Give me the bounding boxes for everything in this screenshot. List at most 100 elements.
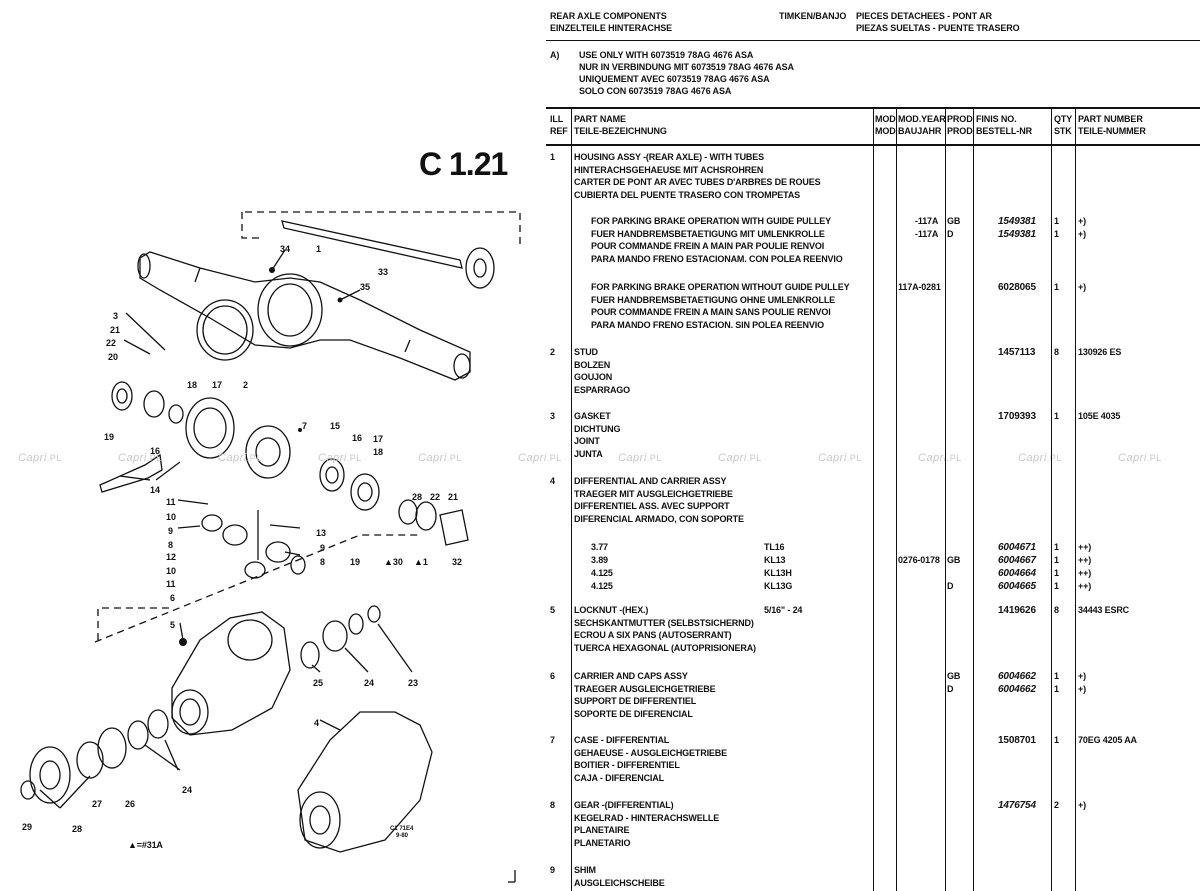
part-name-line: BOLZEN (574, 359, 611, 370)
prod-code: D (947, 229, 954, 239)
qty: 1 (1054, 684, 1059, 694)
part-name-line: DIFERENCIAL ARMADO, CON SOPORTE (574, 513, 744, 524)
qty: 1 (1054, 282, 1059, 292)
col-year-2: BAUJAHR (898, 126, 942, 136)
callout-16: 16 (352, 433, 363, 443)
part-name-line: PLANETARIO (574, 837, 631, 848)
callout-17: 17 (373, 434, 384, 444)
callout-10: 10 (166, 512, 177, 522)
qty: 1 (1054, 671, 1059, 681)
callout-24: 24 (182, 785, 193, 795)
part-number: ++) (1078, 581, 1092, 591)
watermark: Capri.PL (1018, 452, 1062, 464)
part-name-line: DIFFERENTIAL AND CARRIER ASSY (574, 476, 727, 486)
part-number: +) (1078, 282, 1086, 292)
col-year: MOD.YEAR BAUJAHR (898, 113, 946, 137)
ratio: 4.125 (591, 581, 613, 591)
callout-19: 19 (350, 557, 361, 567)
col-qty-2: STK (1054, 126, 1072, 136)
note-line: NUR IN VERBINDUNG MIT 6073519 78AG 4676 … (579, 62, 794, 72)
col-qty-1: QTY (1054, 114, 1073, 124)
col-finis-1: FINIS NO. (976, 114, 1017, 124)
carrier-drawing (171, 611, 291, 736)
note-line: USE ONLY WITH 6073519 78AG 4676 ASA (579, 50, 754, 60)
col-ill-2: REF (550, 126, 568, 136)
part-number: 70EG 4205 AA (1078, 735, 1137, 745)
col-pn: PART NUMBER TEILE-NUMMER (1078, 113, 1146, 137)
watermark-suffix: .PL (146, 453, 162, 463)
watermark: Capri.PL (18, 452, 62, 464)
header-model: TIMKEN/BANJO (779, 11, 847, 21)
part-name-line: TRAEGER MIT AUSGLEICHGETRIEBE (574, 488, 733, 499)
callout-15: 15 (330, 421, 341, 431)
col-pn-2: TEILE-NUMMER (1078, 126, 1146, 136)
part-name-line: BOITIER - DIFFERENTIEL (574, 760, 680, 771)
callout-20: 20 (108, 352, 119, 362)
part-name-line: SECHSKANTMUTTER (SELBSTSICHERND) (574, 617, 754, 628)
part-number: ++) (1078, 555, 1092, 565)
header-en: REAR AXLE COMPONENTS (550, 11, 667, 21)
watermark: Capri.PL (818, 452, 862, 464)
axle-housing-drawing (137, 251, 471, 381)
callout-7: 7 (302, 421, 308, 431)
part-name-line: CASE - DIFFERENTIAL (574, 735, 670, 745)
part-name-line: LOCKNUT -(HEX.) (574, 605, 649, 615)
part-name-line: GOUJON (574, 372, 613, 383)
part-name-line: SOPORTE DE DIFERENCIAL (574, 708, 693, 719)
callout-▲30: ▲30 (384, 557, 403, 567)
qty: 1 (1054, 542, 1059, 552)
crown-wheel-drawing (185, 397, 235, 459)
ill-ref: 4 (550, 476, 555, 486)
watermark-suffix: .PL (446, 453, 462, 463)
part-name-line: HOUSING ASSY -(REAR AXLE) - WITH TUBES (574, 152, 764, 162)
note-line: UNIQUEMENT AVEC 6073519 78AG 4676 ASA (579, 74, 770, 84)
mod-code: KL13G (764, 581, 793, 591)
col-mod-1: MOD (875, 114, 896, 124)
part-number: +) (1078, 671, 1086, 681)
watermark-suffix: .PL (946, 453, 962, 463)
callout-21: 21 (448, 492, 459, 502)
watermark: Capri.PL (618, 452, 662, 464)
watermark-suffix: .PL (246, 453, 262, 463)
finis-number: 6004662 (998, 671, 1036, 682)
qty: 1 (1054, 581, 1059, 591)
part-name-line: FOR PARKING BRAKE OPERATION WITH GUIDE P… (591, 216, 831, 226)
callout-32: 32 (452, 557, 463, 567)
col-finis-2: BESTELL-NR (976, 126, 1032, 136)
qty: 1 (1054, 229, 1059, 239)
callout-26: 26 (125, 799, 136, 809)
callout-19: 19 (104, 432, 115, 442)
callout-8: 8 (320, 557, 326, 567)
finis-number: 1709393 (998, 411, 1036, 422)
callout-27: 27 (92, 799, 103, 809)
callout-35: 35 (360, 282, 371, 292)
rear-axle-exploded-diagram (20, 211, 521, 883)
ratio: 3.77 (591, 542, 608, 552)
part-name-line: PARA MANDO FRENO ESTACION. SIN POLEA REE… (591, 319, 824, 330)
col-year-1: MOD.YEAR (898, 114, 946, 124)
part-name-line: CARRIER AND CAPS ASSY (574, 671, 688, 681)
watermark-suffix: .PL (546, 453, 562, 463)
mod-year: -117A (915, 216, 939, 226)
col-pn-1: PART NUMBER (1078, 114, 1143, 124)
callout-14: 14 (150, 485, 161, 495)
part-name-line: ECROU A SIX PANS (AUTOSERRANT) (574, 630, 732, 641)
assembled-differential-drawing (297, 711, 433, 853)
col-mod: MOD MOD (875, 113, 896, 137)
callout-18: 18 (187, 380, 198, 390)
col-mod-2: MOD (875, 126, 896, 136)
mod-code: TL16 (764, 542, 785, 552)
callout-16: 16 (150, 446, 161, 456)
finis-number: 1549381 (998, 216, 1036, 227)
col-part-2: TEILE-BEZEICHNUNG (574, 126, 667, 136)
watermark-suffix: .PL (346, 453, 362, 463)
finis-number: 6004664 (998, 568, 1036, 579)
finis-number: 6004671 (998, 542, 1036, 553)
watermark-suffix: .PL (46, 453, 62, 463)
col-ill-1: ILL (550, 114, 564, 124)
qty: 8 (1054, 605, 1059, 615)
qty: 1 (1054, 735, 1059, 745)
part-number: ++) (1078, 542, 1092, 552)
callout-18: 18 (373, 447, 384, 457)
